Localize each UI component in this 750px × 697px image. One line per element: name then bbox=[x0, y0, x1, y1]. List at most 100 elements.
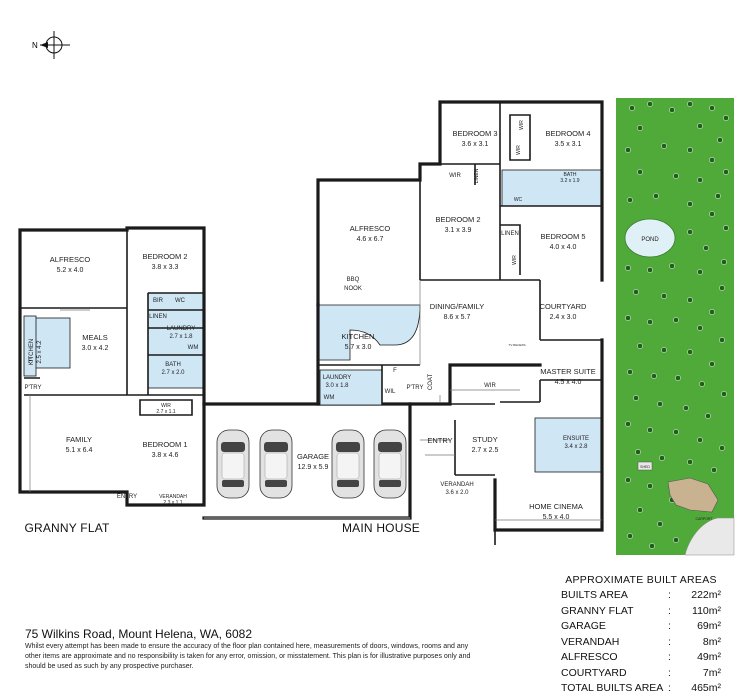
tree-icon bbox=[627, 369, 633, 375]
tree-icon bbox=[709, 361, 715, 367]
master-suite-dim: 4.5 x 4.0 bbox=[555, 379, 582, 386]
ensuite-dim: 3.4 x 2.8 bbox=[564, 444, 588, 450]
gf-wir-dim: 2.7 x 1.1 bbox=[156, 409, 175, 415]
site-trees bbox=[625, 101, 729, 549]
tree-icon bbox=[717, 137, 723, 143]
area-value: 222m² bbox=[691, 589, 721, 601]
gf-bedroom1-dim: 3.8 x 4.6 bbox=[152, 452, 179, 459]
tree-icon bbox=[637, 507, 643, 513]
garage-dim: 12.9 x 5.9 bbox=[298, 464, 329, 471]
tree-icon bbox=[637, 125, 643, 131]
linen2-label: LINEN bbox=[501, 231, 519, 237]
tree-icon bbox=[709, 105, 715, 111]
area-row: TOTAL BUILTS AREA:465m² bbox=[561, 682, 721, 697]
gf-wc-label: WC bbox=[175, 298, 186, 304]
north-arrow-icon bbox=[40, 42, 48, 48]
pond-label: POND bbox=[641, 237, 659, 243]
tree-icon bbox=[625, 315, 631, 321]
tree-icon bbox=[649, 543, 655, 549]
home-cinema-name: HOME CINEMA bbox=[529, 502, 583, 511]
bedroom3-dim: 3.6 x 3.1 bbox=[462, 141, 489, 148]
tree-icon bbox=[625, 421, 631, 427]
gf-verandah-dim: 2.3 x 1.1 bbox=[163, 500, 182, 506]
garage: GARAGE 12.9 x 5.9 bbox=[202, 402, 412, 520]
area-colon: : bbox=[668, 682, 671, 694]
area-label: BUILTS AREA bbox=[561, 589, 628, 601]
property-address: 75 Wilkins Road, Mount Helena, WA, 6082 bbox=[25, 627, 252, 641]
tree-icon bbox=[661, 293, 667, 299]
ensuite-wet-area bbox=[534, 417, 603, 473]
gf-laundry-dim: 2.7 x 1.8 bbox=[169, 334, 193, 340]
tree-icon bbox=[659, 455, 665, 461]
tree-icon bbox=[723, 225, 729, 231]
area-value: 69m² bbox=[697, 620, 721, 632]
kitchen-bench bbox=[317, 304, 421, 361]
home-cinema-dim: 5.5 x 4.0 bbox=[543, 514, 570, 521]
area-colon: : bbox=[668, 589, 671, 601]
bedroom4-name: BEDROOM 4 bbox=[545, 129, 590, 138]
tree-icon bbox=[715, 193, 721, 199]
tree-icon bbox=[661, 143, 667, 149]
tree-icon bbox=[661, 347, 667, 353]
gf-verandah-name: VERANDAH bbox=[159, 494, 187, 500]
tree-icon bbox=[627, 197, 633, 203]
tree-icon bbox=[697, 325, 703, 331]
granny-wet-area bbox=[147, 292, 205, 389]
tv-recess-label: TV RECESS bbox=[508, 343, 525, 347]
area-row: VERANDAH:8m² bbox=[561, 636, 721, 652]
tree-icon bbox=[687, 297, 693, 303]
bbq-nook-line1: BBQ bbox=[347, 277, 360, 283]
area-label: ALFRESCO bbox=[561, 651, 618, 663]
tree-icon bbox=[711, 467, 717, 473]
main-house-title: MAIN HOUSE bbox=[342, 521, 420, 535]
shed-shape bbox=[637, 461, 653, 471]
tree-icon bbox=[687, 147, 693, 153]
study-dim: 2.7 x 2.5 bbox=[472, 447, 499, 454]
tree-icon bbox=[673, 317, 679, 323]
tree-icon bbox=[629, 105, 635, 111]
house-footprint bbox=[667, 477, 719, 513]
area-value: 49m² bbox=[697, 651, 721, 663]
area-value: 8m² bbox=[702, 635, 721, 648]
kitchen-dim: 5.7 x 3.0 bbox=[345, 344, 372, 351]
verandah-name: VERANDAH bbox=[440, 482, 473, 488]
bedroom2-dim: 3.1 x 3.9 bbox=[445, 227, 472, 234]
gf-kitchen-name: KITCHEN bbox=[29, 339, 35, 365]
gf-alfresco-name: ALFRESCO bbox=[50, 255, 91, 264]
area-colon: : bbox=[668, 620, 671, 632]
tree-icon bbox=[709, 309, 715, 315]
built-areas-title: APPROXIMATE BUILT AREAS bbox=[565, 574, 717, 586]
bedroom2-name: BEDROOM 2 bbox=[435, 215, 480, 224]
gf-bedroom1-name: BEDROOM 1 bbox=[142, 440, 187, 449]
tree-icon bbox=[633, 395, 639, 401]
area-value: 7m² bbox=[702, 666, 721, 679]
tree-icon bbox=[719, 337, 725, 343]
tree-icon bbox=[703, 245, 709, 251]
wir-label: WIR bbox=[484, 383, 496, 389]
bedroom3-name: BEDROOM 3 bbox=[452, 129, 497, 138]
tree-icon bbox=[687, 349, 693, 355]
linen-label: LINEN bbox=[474, 168, 480, 183]
gf-bath-dim: 2.7 x 2.0 bbox=[161, 370, 185, 376]
dining-family-dim: 8.6 x 5.7 bbox=[444, 314, 471, 321]
area-value: 465m² bbox=[691, 682, 721, 694]
tree-icon bbox=[673, 537, 679, 543]
alfresco-name: ALFRESCO bbox=[350, 224, 391, 233]
garage-cars bbox=[216, 429, 407, 499]
tree-icon bbox=[647, 483, 653, 489]
study-name: STUDY bbox=[472, 435, 497, 444]
tree-icon bbox=[647, 267, 653, 273]
gf-linen-label: LINEN bbox=[149, 314, 167, 320]
car-icon bbox=[216, 429, 250, 499]
gf-kitchen-dim: 2.5 x 4.2 bbox=[37, 340, 43, 364]
main-house: KITCHEN 5.7 x 3.0 LAUNDRY 3.0 x 1.8 WM W… bbox=[316, 100, 604, 545]
tree-icon bbox=[647, 319, 653, 325]
bedroom5-name: BEDROOM 5 bbox=[540, 232, 585, 241]
tree-icon bbox=[625, 265, 631, 271]
wil-label: WIL bbox=[385, 389, 396, 395]
area-colon: : bbox=[668, 651, 671, 663]
gf-wm-label: WM bbox=[188, 345, 199, 351]
tree-icon bbox=[673, 173, 679, 179]
gf-bedroom2-name: BEDROOM 2 bbox=[142, 252, 187, 261]
